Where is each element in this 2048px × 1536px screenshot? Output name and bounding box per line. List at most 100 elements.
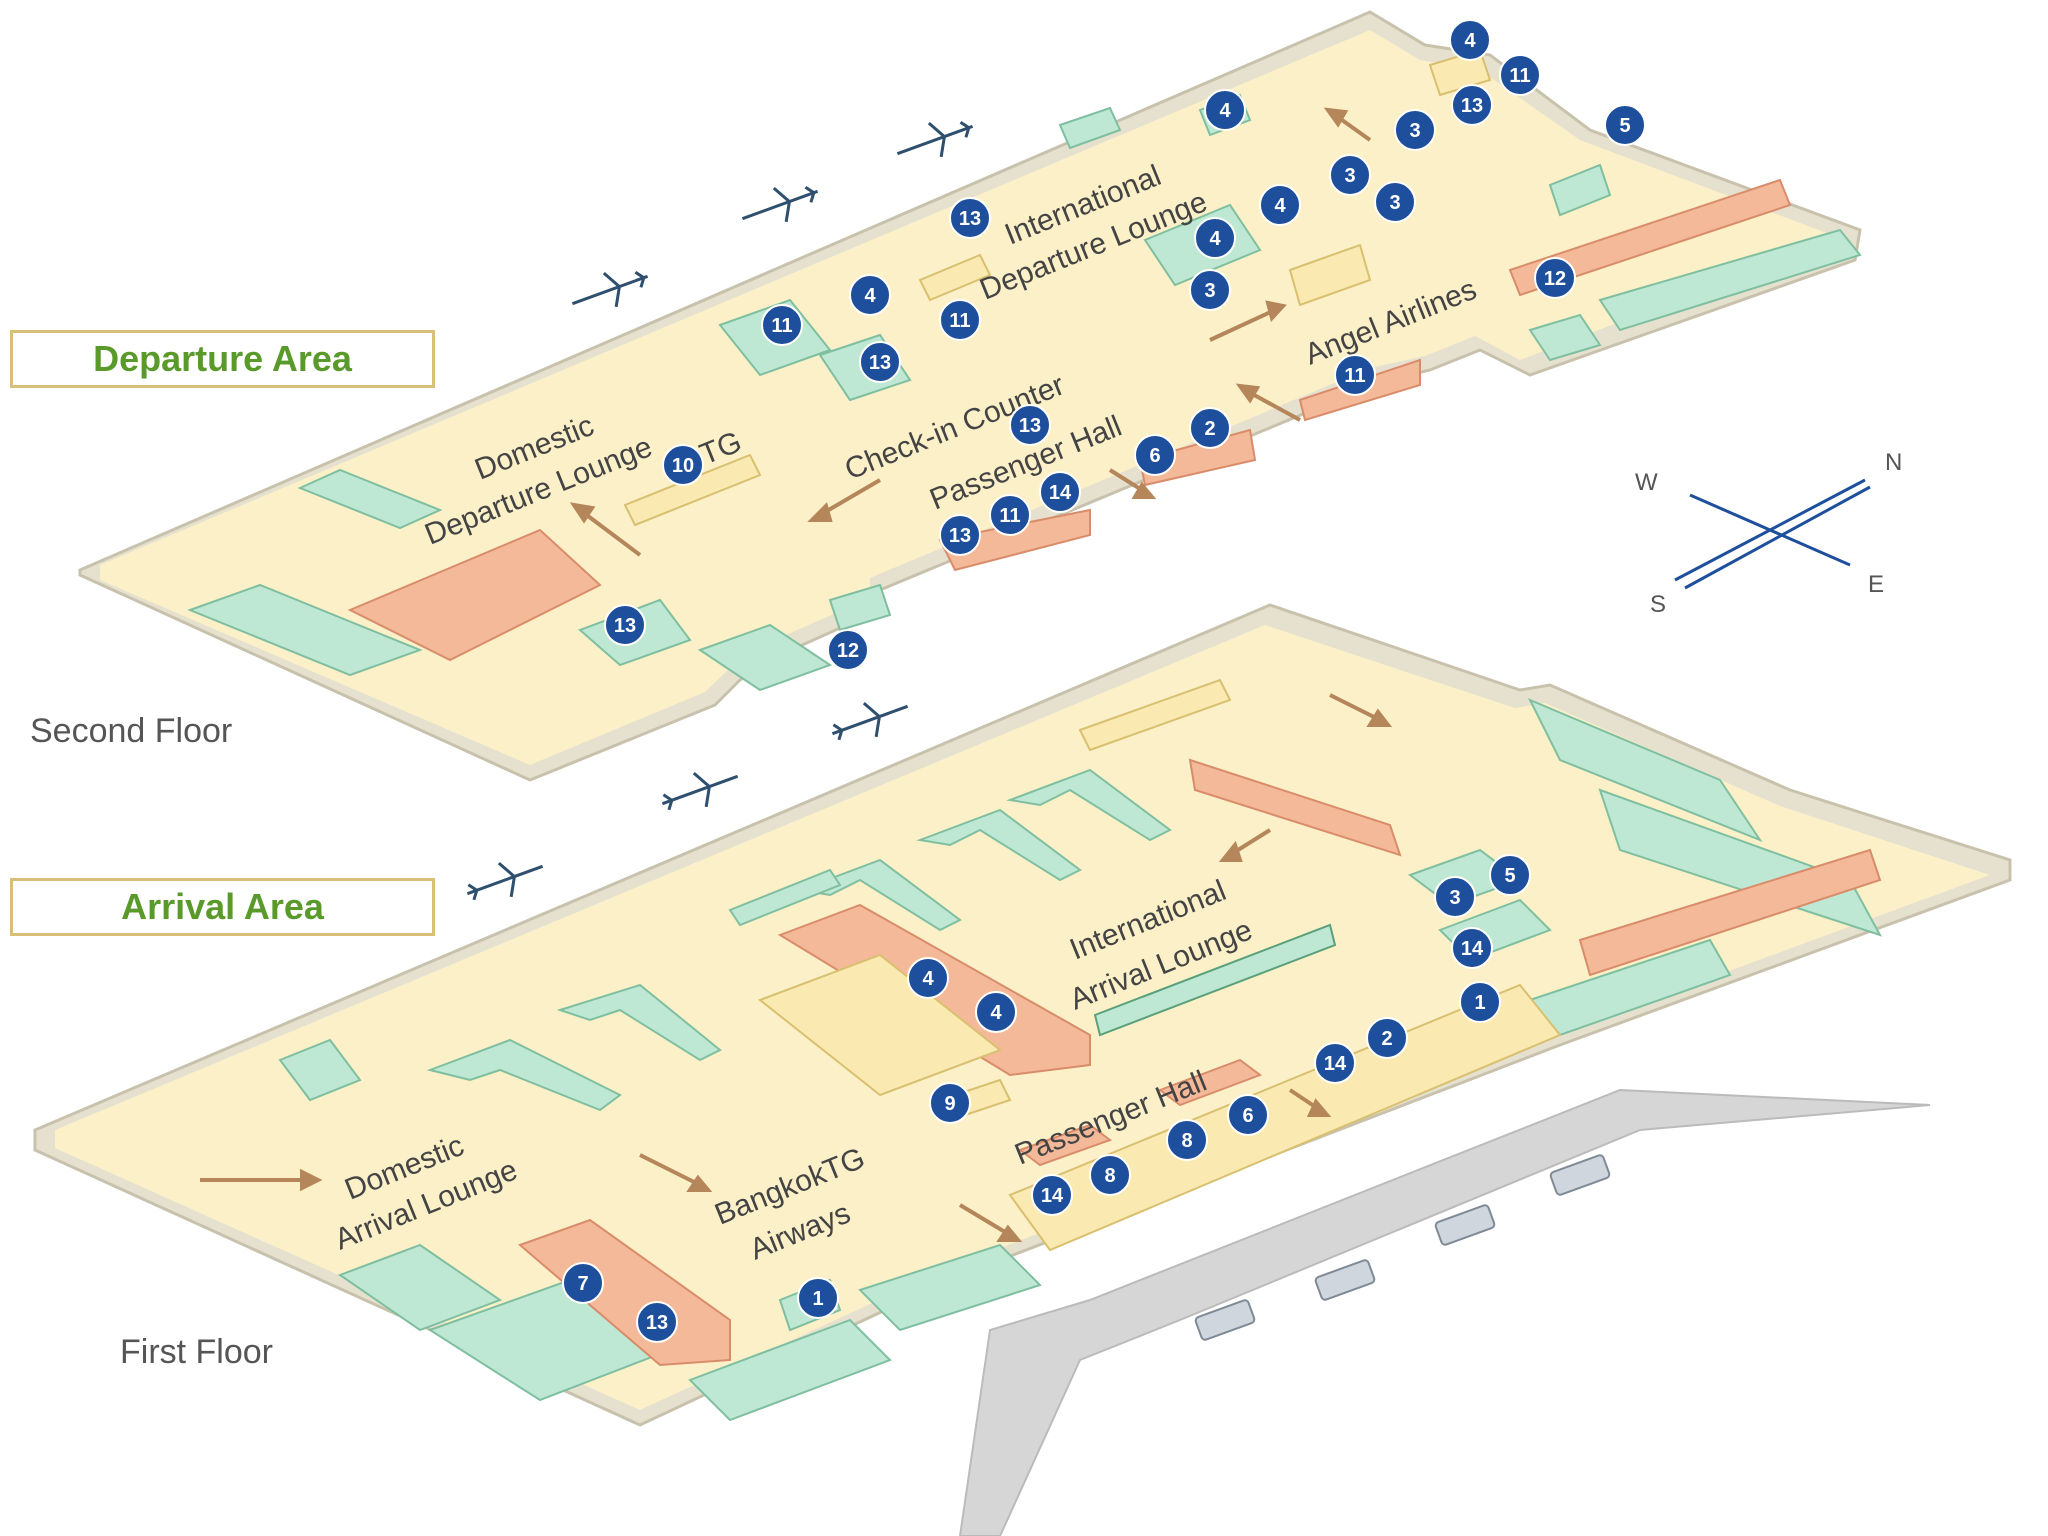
second-floor-marker-circle (1534, 257, 1576, 299)
second-green-rooms (187, 93, 1862, 692)
first-floor-arrows (200, 693, 1393, 1242)
second-floor-marker-number: 13 (869, 352, 891, 374)
first-floor-marker-number: 14 (1461, 938, 1484, 960)
first-floor-marker-circle (797, 1277, 839, 1319)
second-floor-marker-number: 5 (1619, 115, 1630, 137)
first-floor-marker-number: 9 (944, 1093, 955, 1115)
first-floor-marker: 14 (1031, 1174, 1073, 1216)
second-floor-arrows (569, 107, 1372, 557)
first-floor-marker-number: 2 (1381, 1028, 1392, 1050)
second-floor-marker-circle (1134, 434, 1176, 476)
second-floor-marker-circle (1194, 217, 1236, 259)
second-floor-marker-circle (1499, 54, 1541, 96)
second-floor-label: Second Floor (30, 712, 233, 750)
car-icon (1434, 1204, 1496, 1246)
second-floor-marker: 4 (1194, 217, 1236, 259)
second-floor-marker-number: 3 (1344, 165, 1355, 187)
second-floor-marker: 4 (849, 274, 891, 316)
second-floor-marker: 11 (1334, 354, 1376, 396)
first-floor-marker-circle (1031, 1174, 1073, 1216)
second-floor-marker-circle (1334, 354, 1376, 396)
second-floor-marker: 12 (1534, 257, 1576, 299)
second-floor-marker-number: 13 (959, 208, 981, 230)
first-floor-marker-circle (1314, 1042, 1356, 1084)
second-floor-marker-number: 6 (1149, 445, 1160, 467)
second-floor-marker-number: 13 (1019, 415, 1041, 437)
second-floor-marker: 13 (939, 514, 981, 556)
second-floor-marker-number: 10 (672, 455, 694, 477)
first-floor-marker-circle (1459, 981, 1501, 1023)
first-floor-marker: 9 (929, 1082, 971, 1124)
first-floor-marker-circle (929, 1082, 971, 1124)
plane-icon (831, 701, 909, 741)
plane-icon (741, 185, 819, 223)
departure-area-legend: Departure Area (10, 330, 435, 388)
second-floor-marker-circle (1259, 184, 1301, 226)
arrival-area-legend: Arrival Area (10, 878, 435, 936)
first-floor-marker: 5 (1489, 854, 1531, 896)
second-floor-marker-number: 4 (1219, 100, 1231, 122)
second-floor-marker-number: 14 (1049, 482, 1072, 504)
first-floor-marker-number: 13 (646, 1312, 668, 1334)
second-floor-marker: 3 (1394, 109, 1436, 151)
first-floor-marker-circle (1434, 876, 1476, 918)
first-floor-marker: 8 (1166, 1119, 1208, 1161)
second-floor-marker-circle (1039, 471, 1081, 513)
first-floor-marker-circle (562, 1262, 604, 1304)
second-floor-marker-circle (604, 604, 646, 646)
second-floor-marker-number: 12 (1544, 268, 1566, 290)
second-yellow-counters (623, 48, 1492, 527)
first-floor-marker: 4 (975, 991, 1017, 1033)
first-floor-marker-number: 8 (1104, 1165, 1115, 1187)
second-floor-marker-circle (1604, 104, 1646, 146)
first-floor-marker-number: 3 (1449, 887, 1460, 909)
first-floor-marker-circle (636, 1301, 678, 1343)
compass-s: S (1650, 591, 1666, 618)
plane-icon (896, 120, 974, 158)
second-floor-marker: 3 (1189, 269, 1231, 311)
first-floor-marker-number: 7 (577, 1273, 588, 1295)
first-floor-marker: 14 (1451, 927, 1493, 969)
second-floor-marker-circle (1449, 19, 1491, 61)
plane-icons-top (466, 120, 974, 901)
second-floor-marker-number: 13 (614, 615, 636, 637)
second-floor-marker-number: 11 (1509, 65, 1530, 87)
second-floor-marker-circle (1189, 407, 1231, 449)
second-floor-marker-circle (1394, 109, 1436, 151)
first-floor-marker-number: 14 (1041, 1185, 1064, 1207)
second-floor-marker: 6 (1134, 434, 1176, 476)
first-floor-marker: 3 (1434, 876, 1476, 918)
car-icon (1194, 1299, 1256, 1341)
plane-icon (466, 861, 544, 901)
baggage-belt (1093, 923, 1337, 1037)
second-floor-marker-number: 11 (999, 505, 1020, 527)
second-floor-marker-circle (939, 299, 981, 341)
second-floor-marker-number: 2 (1204, 418, 1215, 440)
second-floor-marker: 13 (859, 341, 901, 383)
second-floor-marker: 10 (662, 444, 704, 486)
first-floor-marker-number: 4 (922, 968, 934, 990)
numbered-markers: 4111354333443134111113121126101314111313… (562, 19, 1646, 1343)
first-floor-marker: 1 (797, 1277, 839, 1319)
first-floor-marker-number: 1 (1474, 992, 1485, 1014)
second-floor-marker: 4 (1449, 19, 1491, 61)
compass-w: W (1635, 469, 1658, 496)
second-floor-marker-circle (939, 514, 981, 556)
first-floor-marker-circle (975, 991, 1017, 1033)
plane-icon (661, 771, 739, 811)
first-floor-marker-circle (1451, 927, 1493, 969)
compass-e: E (1868, 571, 1884, 598)
first-floor-marker-number: 5 (1504, 865, 1515, 887)
first-floor-marker-circle (1489, 854, 1531, 896)
road (958, 1088, 1931, 1536)
second-floor-marker-number: 3 (1204, 280, 1215, 302)
second-floor-marker-number: 11 (949, 310, 970, 332)
first-floor-marker-circle (907, 957, 949, 999)
first-floor-marker-number: 6 (1242, 1105, 1253, 1127)
second-floor-marker-circle (827, 629, 869, 671)
second-floor-marker: 3 (1329, 154, 1371, 196)
second-floor-marker-circle (1374, 181, 1416, 223)
car-icon (1314, 1259, 1376, 1301)
first-floor-marker: 4 (907, 957, 949, 999)
